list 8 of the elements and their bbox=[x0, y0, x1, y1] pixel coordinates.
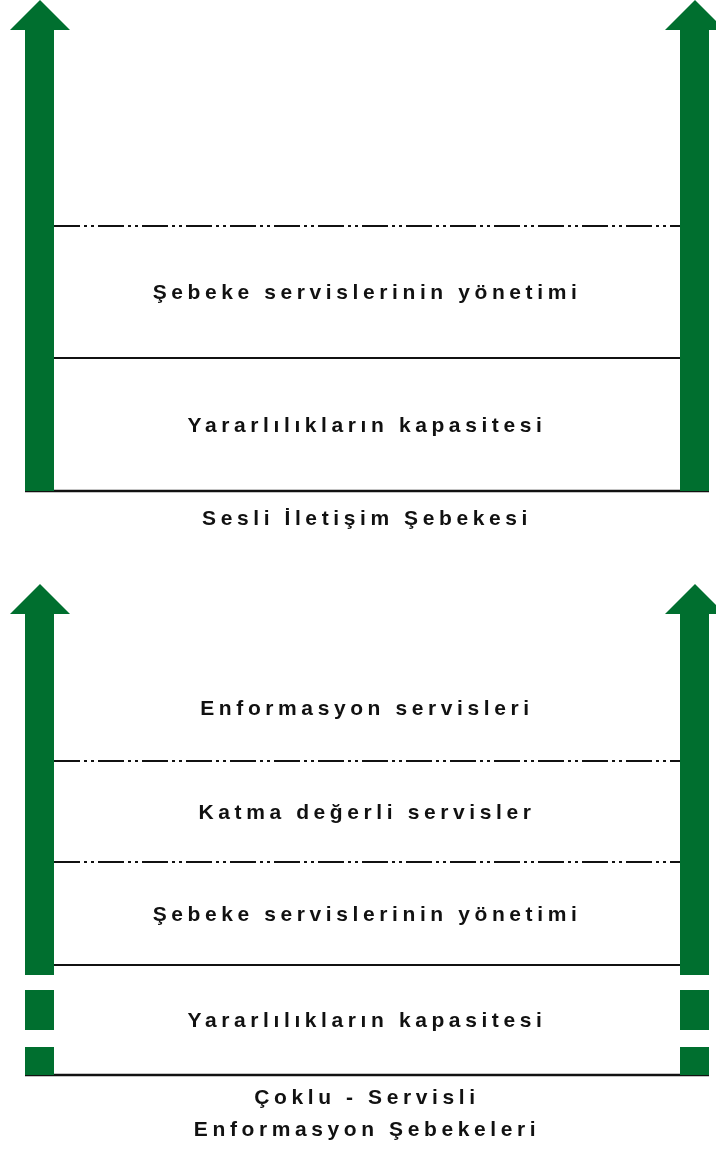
caption: Çoklu - Servisli Enformasyon Şebekeleri bbox=[192, 1084, 542, 1142]
layer-label: Katma değerli servisler bbox=[198, 799, 536, 824]
layer-label: Yararlılıkların kapasitesi bbox=[187, 412, 547, 437]
layer-label: Şebeke servislerinin yönetimi bbox=[152, 280, 582, 304]
layer-label: Yararlılıkların kapasitesi bbox=[187, 1008, 547, 1032]
caption: Sesli İletişim Şebekesi bbox=[201, 505, 533, 531]
layer-label: Enformasyon servisleri bbox=[200, 696, 534, 720]
layer-label: Şebeke servislerinin yönetimi bbox=[152, 901, 582, 926]
